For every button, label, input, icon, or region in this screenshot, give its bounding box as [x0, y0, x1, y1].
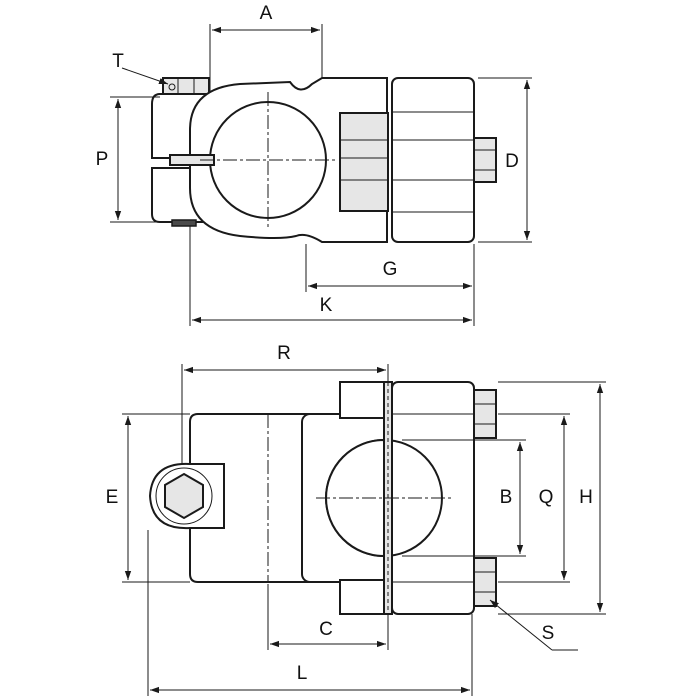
dim-label-H: H — [579, 487, 593, 508]
dim-label-E: E — [106, 487, 119, 508]
eye-fitting — [148, 462, 225, 530]
dim-label-Q: Q — [539, 487, 554, 508]
bolt-head-top — [162, 77, 210, 95]
dim-label-K: K — [320, 295, 333, 316]
tab-top — [339, 381, 387, 419]
dim-label-T: T — [112, 51, 124, 72]
tab-bottom — [339, 579, 387, 615]
top-view: A T P D G K — [96, 3, 532, 326]
dim-label-L: L — [297, 663, 308, 684]
dim-label-S: S — [542, 623, 555, 644]
bottom-view: R E B Q H C S L — [106, 343, 606, 696]
dim-label-R: R — [277, 343, 291, 364]
dim-label-P: P — [96, 149, 109, 170]
nut-right-top — [473, 137, 497, 183]
clamp-body-side — [189, 413, 313, 583]
bolt-stub-bottom — [171, 219, 197, 227]
fin-block — [339, 112, 389, 212]
dim-label-B: B — [500, 487, 513, 508]
nut-upper-side — [473, 389, 497, 439]
nut-lower-side — [473, 557, 497, 607]
dim-label-A: A — [260, 3, 273, 24]
clamp-half-right — [391, 77, 475, 243]
dim-label-C: C — [319, 619, 333, 640]
dim-label-D: D — [505, 151, 519, 172]
dim-label-G: G — [383, 259, 398, 280]
